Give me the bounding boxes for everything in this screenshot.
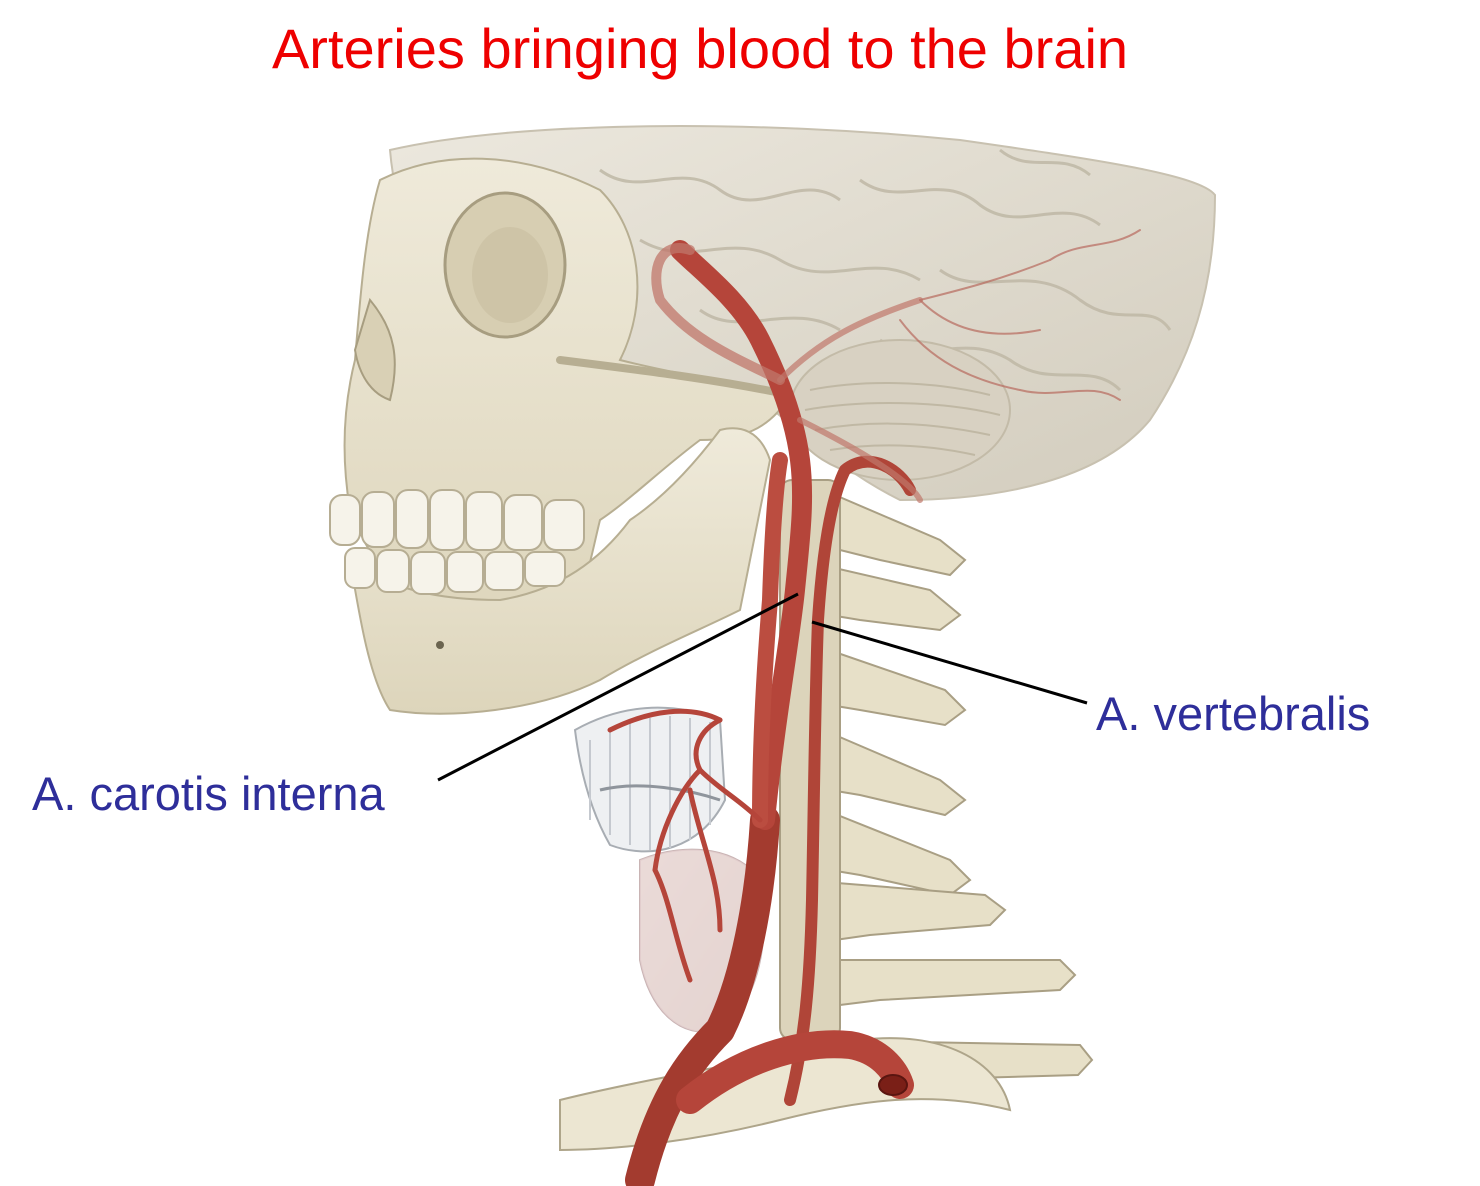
carotis-interna-label: A. carotis interna (32, 767, 385, 820)
slide-title: Arteries bringing blood to the brain (271, 17, 1129, 80)
mandible (348, 427, 772, 715)
external-carotid-artery (752, 452, 788, 828)
larynx (573, 706, 727, 853)
common-carotid-artery (625, 805, 780, 1186)
internal-carotid-artery (670, 240, 813, 830)
subclavian-artery (676, 1030, 914, 1114)
vertebral-artery (784, 455, 916, 1106)
teeth (329, 489, 585, 595)
vertebralis-label: A. vertebralis (1096, 687, 1371, 740)
arteries (607, 229, 1141, 1186)
vertebralis-leader-line (811, 620, 1088, 705)
carotis-leader-line (437, 592, 799, 782)
